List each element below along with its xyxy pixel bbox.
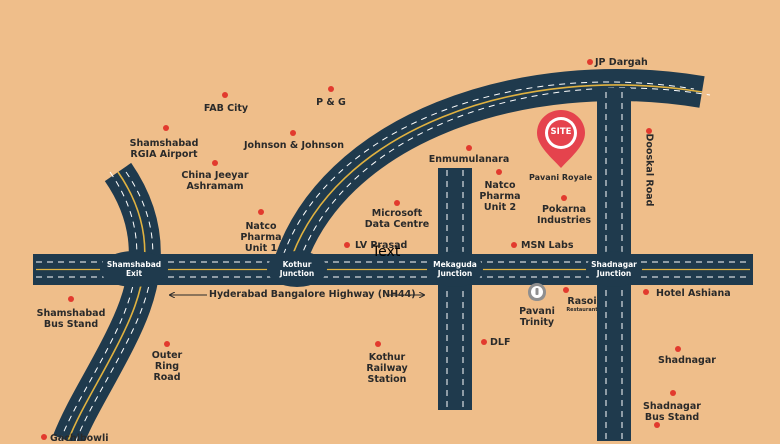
site-name: Pavani Royale — [529, 173, 593, 182]
junction-label-shamshabad: Shamshabad Exit — [106, 260, 162, 278]
place-dooskal-road: Dooskal Road — [643, 133, 655, 207]
place-natco-unit2: Natco Pharma Unit 2 — [479, 180, 521, 213]
junction-label-kothur: Kothur Junction — [279, 260, 315, 278]
place-dlf: DLF — [490, 337, 511, 348]
place-china-jeeyar: China Jeeyar Ashramam — [181, 170, 249, 192]
highway-label: Hyderabad Bangalore Highway (NH44) — [209, 289, 416, 300]
place-rasoi-subtitle: Restaurant — [566, 307, 598, 313]
place-kothur-railway: Kothur Railway Station — [366, 352, 408, 385]
place-shamshabad-airport: Shamshabad RGIA Airport — [129, 138, 199, 160]
site-pin[interactable] — [537, 110, 585, 168]
place-enmumulanara: Enmumulanara — [428, 154, 510, 165]
place-lv-prasad: LV Prasad — [355, 240, 408, 251]
place-natco-unit1: Natco Pharma Unit 1 — [240, 221, 282, 254]
place-microsoft: Microsoft Data Centre — [364, 208, 430, 230]
pavani-trinity-pin[interactable] — [528, 283, 546, 301]
poi-dots — [41, 59, 681, 440]
junction-label-mekaguda: Mekaguda Junction — [433, 260, 477, 278]
place-rasoi: Rasoi — [567, 296, 597, 307]
place-p-and-g: P & G — [316, 97, 346, 108]
place-pokarna: Pokarna Industries — [536, 204, 592, 226]
place-gachibowli: Gachibowli — [50, 433, 109, 444]
place-pavani-trinity: Pavani Trinity — [519, 306, 555, 328]
place-hotel-ashiana: Hotel Ashiana — [656, 288, 731, 299]
shadnagar-junction-circle — [586, 251, 642, 287]
kothur-junction-circle — [267, 251, 327, 287]
place-msn-labs: MSN Labs — [521, 240, 574, 251]
mekaguda-junction-circle — [427, 251, 483, 287]
site-pin-label: SITE — [550, 127, 572, 137]
outer-ring-road — [53, 162, 161, 441]
overlay-text: Text — [372, 244, 401, 260]
place-fab-city: FAB City — [203, 103, 249, 114]
place-shamshabad-bus: Shamshabad Bus Stand — [36, 308, 106, 330]
place-johnson-and-johnson: Johnson & Johnson — [244, 140, 344, 151]
mekaguda-road — [438, 168, 472, 410]
place-shadnagar: Shadnagar — [658, 355, 716, 366]
junction-label-shadnagar: Shadnagar Junction — [591, 260, 637, 278]
shamshabad-junction-circle — [100, 251, 168, 287]
place-outer-ring-road: Outer Ring Road — [151, 350, 183, 383]
place-jp-dargah: JP Dargah — [595, 57, 648, 68]
curved-road — [272, 69, 711, 273]
place-shadnagar-bus: Shadnagar Bus Stand — [643, 401, 701, 423]
